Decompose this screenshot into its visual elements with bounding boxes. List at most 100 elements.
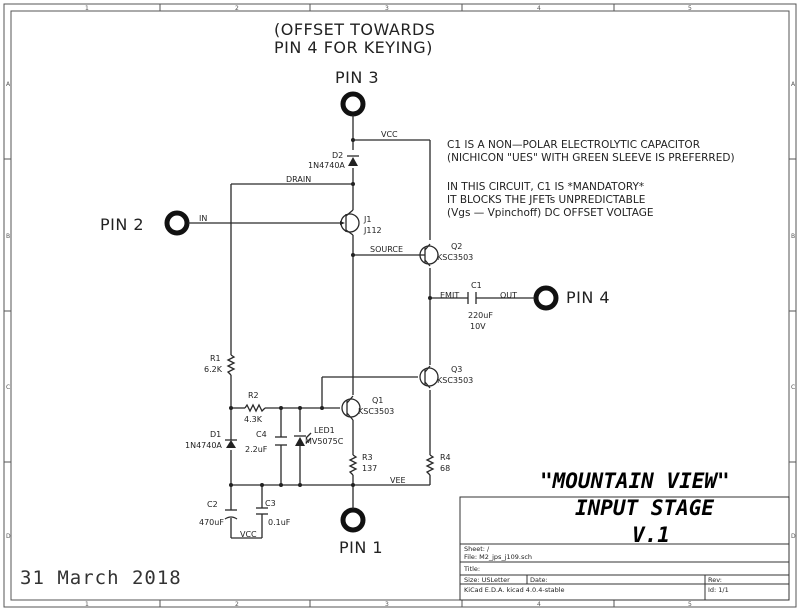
col-label: 2 — [235, 601, 239, 608]
drawing-title-line2: INPUT STAGE — [575, 496, 714, 520]
c1-voltage: 10V — [470, 322, 486, 331]
q2-value: KSC3503 — [437, 253, 473, 262]
r2-ref: R2 — [248, 391, 259, 400]
net-vcc-bottom: VCC — [240, 530, 257, 539]
capacitor-c3-symbol — [256, 507, 268, 515]
note-line: (NICHICON "UES" WITH GREEN SLEEVE IS PRE… — [447, 152, 735, 164]
capacitor-c1-symbol — [467, 292, 477, 304]
title-block — [459, 496, 790, 601]
row-label: D — [6, 533, 11, 540]
led1-symbol — [294, 432, 312, 446]
led1-ref: LED1 — [314, 426, 335, 435]
resistor-r3-symbol — [348, 454, 358, 476]
col-label: 1 — [85, 5, 89, 12]
r2-value: 4.3K — [244, 415, 263, 424]
transistor-q3-symbol — [419, 365, 439, 389]
net-emit: EMIT — [440, 291, 459, 300]
r1-ref: R1 — [210, 354, 221, 363]
col-label: 3 — [385, 5, 389, 12]
c1-ref: C1 — [471, 281, 482, 290]
drawing-title-line1: "MOUNTAIN VIEW" — [540, 469, 730, 493]
d2-value: 1N4740A — [308, 161, 345, 170]
capacitor-c2-symbol — [224, 509, 238, 520]
keying-note-line2: PIN 4 FOR KEYING) — [274, 38, 433, 57]
row-label: A — [791, 81, 796, 88]
tb-file: File: M2_jps_j109.sch — [464, 553, 532, 561]
capacitor-c4-symbol — [275, 436, 287, 446]
note-line: (Vgs — Vpinchoff) DC OFFSET VOLTAGE — [447, 207, 654, 219]
resistor-r1-symbol — [226, 354, 236, 376]
row-label: B — [791, 233, 795, 240]
col-label: 4 — [537, 601, 541, 608]
c2-ref: C2 — [207, 500, 218, 509]
net-out: OUT — [500, 291, 517, 300]
c3-ref: C3 — [265, 499, 276, 508]
note-line: C1 IS A NON—POLAR ELECTROLYTIC CAPACITOR — [447, 139, 700, 151]
resistor-r2-symbol — [244, 403, 266, 413]
row-label: C — [791, 384, 795, 391]
q1-ref: Q1 — [372, 396, 383, 405]
transistor-q1-symbol — [341, 395, 361, 421]
r4-value: 68 — [440, 464, 450, 473]
wires — [188, 115, 535, 539]
led1-value: MV5075C — [305, 437, 344, 446]
net-vee: VEE — [390, 476, 406, 485]
row-label: B — [6, 233, 10, 240]
date-stamp: 31 March 2018 — [20, 567, 182, 589]
tb-id: Id: 1/1 — [708, 586, 729, 594]
keying-note-line1: (OFFSET TOWARDS — [274, 20, 435, 39]
pin1-pad — [340, 507, 366, 533]
row-label: C — [6, 384, 10, 391]
pin3-pad — [340, 91, 366, 117]
jfet-j1-symbol — [340, 209, 360, 236]
c1-value: 220uF — [468, 311, 493, 320]
c4-value: 2.2uF — [245, 445, 268, 454]
tb-title: Title: — [463, 565, 480, 573]
resistor-r4-symbol — [425, 454, 435, 476]
row-label: D — [791, 533, 796, 540]
diode-d1-symbol — [225, 439, 237, 448]
tb-rev: Rev: — [708, 576, 722, 584]
transistor-q2-symbol — [418, 243, 439, 267]
q3-ref: Q3 — [451, 365, 462, 374]
col-label: 5 — [688, 5, 692, 12]
q1-value: KSC3503 — [358, 407, 394, 416]
d1-value: 1N4740A — [185, 441, 222, 450]
tb-size: Size: USLetter — [464, 576, 510, 584]
c3-value: 0.1uF — [268, 518, 291, 527]
r3-ref: R3 — [362, 453, 373, 462]
net-source: SOURCE — [370, 245, 403, 254]
q2-ref: Q2 — [451, 242, 462, 251]
row-label: A — [6, 81, 11, 88]
pin1-label: PIN 1 — [339, 538, 383, 557]
border-coordinates: 1 2 3 4 5 1 2 3 4 5 A B C D A B C D — [6, 5, 796, 608]
col-label: 3 — [385, 601, 389, 608]
net-in: IN — [199, 214, 207, 223]
sheet-border — [3, 3, 797, 608]
tb-kicad: KiCad E.D.A. kicad 4.0.4-stable — [464, 586, 565, 594]
tb-date: Date: — [530, 576, 548, 584]
col-label: 4 — [537, 5, 541, 12]
junctions — [229, 138, 432, 487]
j1-value: J112 — [363, 226, 382, 235]
r4-ref: R4 — [440, 453, 451, 462]
pin3-label: PIN 3 — [335, 68, 379, 87]
d2-ref: D2 — [332, 151, 343, 160]
d1-ref: D1 — [210, 430, 221, 439]
note-line: IT BLOCKS THE JFETs UNPREDICTABLE — [447, 194, 645, 206]
col-label: 5 — [688, 601, 692, 608]
net-drain: DRAIN — [286, 175, 311, 184]
net-vcc-top: VCC — [381, 130, 398, 139]
pin4-pad — [533, 285, 559, 311]
diode-d2-symbol — [347, 155, 359, 166]
pin2-pad — [164, 210, 190, 236]
r1-value: 6.2K — [204, 365, 223, 374]
drawing-title-line3: V.1 — [632, 523, 670, 547]
c2-value: 470uF — [199, 518, 224, 527]
col-label: 2 — [235, 5, 239, 12]
tb-sheet: Sheet: / — [464, 545, 490, 553]
col-label: 1 — [85, 601, 89, 608]
r3-value: 137 — [362, 464, 377, 473]
c4-ref: C4 — [256, 430, 267, 439]
